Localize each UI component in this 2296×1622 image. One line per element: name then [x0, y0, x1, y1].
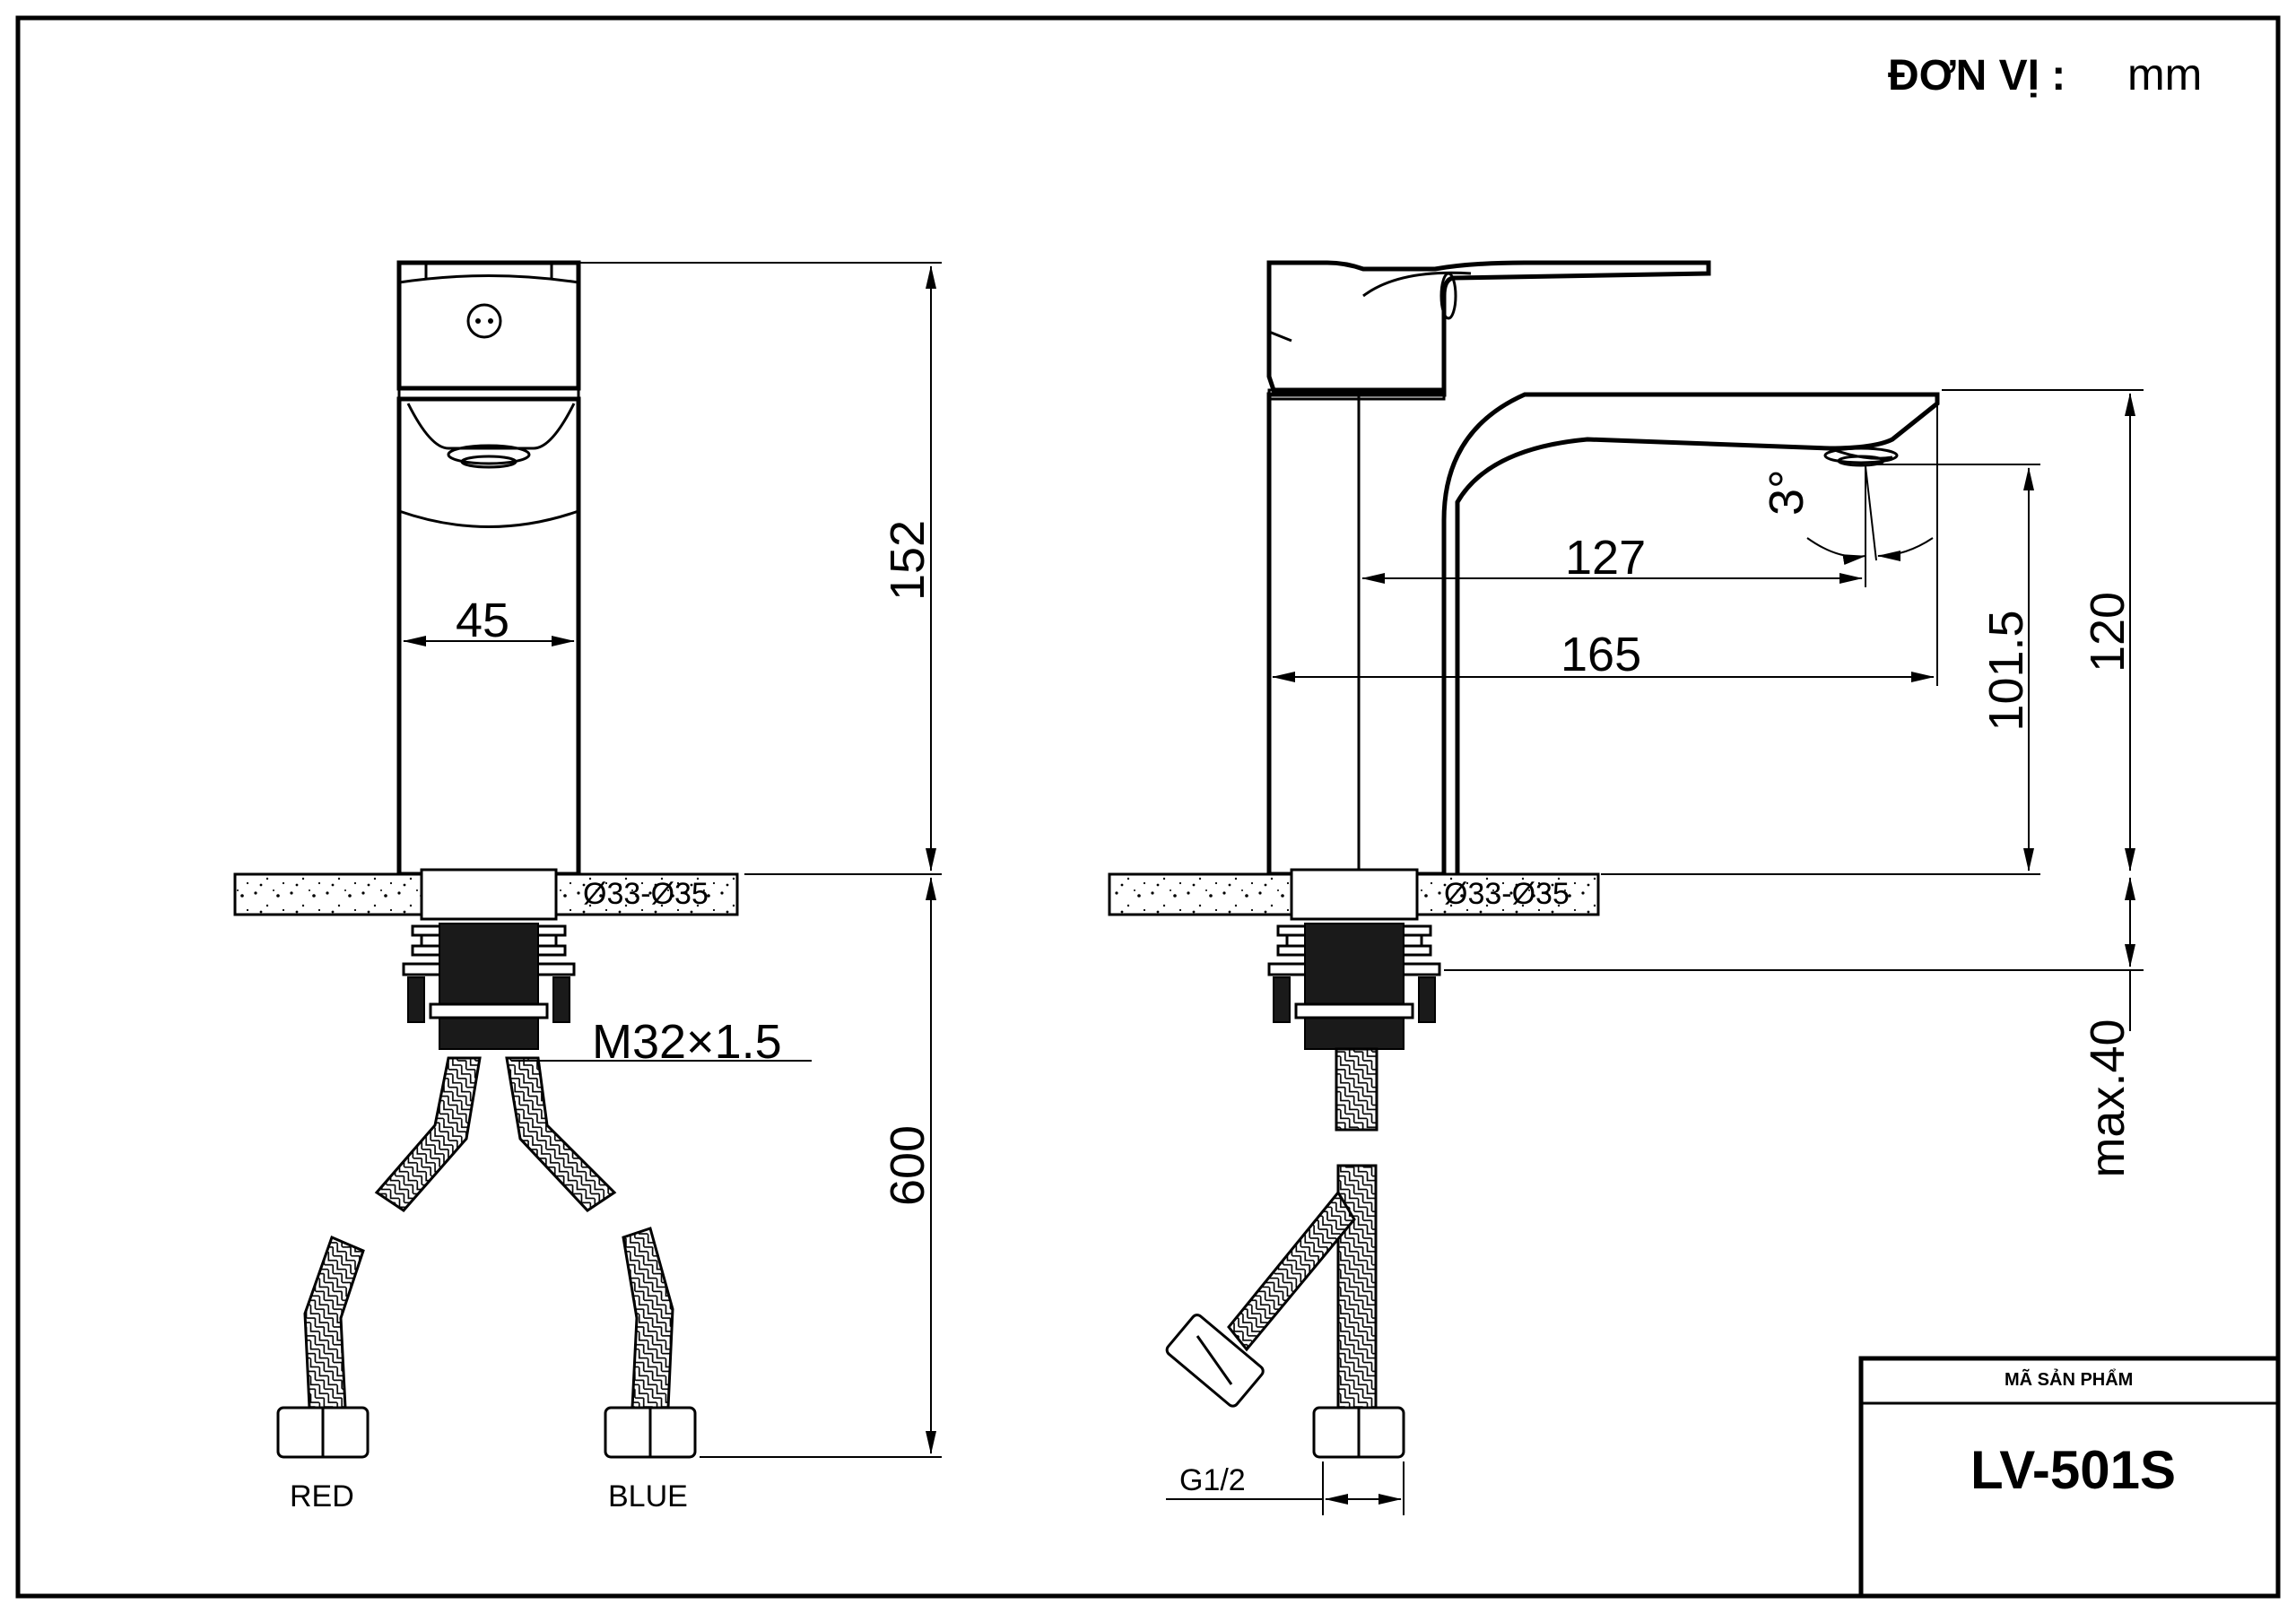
title-block-heading: MÃ SẢN PHẨM [2005, 1369, 2133, 1390]
front-hose-blue-lower [622, 1227, 674, 1409]
side-view: Ø33-Ø35 G1/2 127 165 [1108, 260, 2144, 1515]
side-body [1266, 387, 1940, 877]
front-hose-blue-upper [505, 1056, 617, 1212]
side-spout-angle-label: 3° [1760, 469, 1813, 516]
side-hose-upper [1335, 1047, 1378, 1132]
side-mounting-nut [1304, 923, 1405, 1050]
front-handle-cap [396, 260, 581, 391]
hose-label-red: RED [290, 1479, 354, 1514]
front-hose-red-lower [303, 1235, 365, 1409]
connector-size-label: G1/2 [1179, 1463, 1246, 1497]
front-width-dim: 45 [456, 594, 509, 647]
product-code: LV-501S [1970, 1440, 2176, 1500]
thread-size-label: M32×1.5 [592, 1015, 782, 1069]
sheet-border [15, 15, 2281, 1599]
side-hose-branch [1227, 1190, 1356, 1352]
side-handle-lever [1266, 260, 1711, 393]
front-hole-diameter-label: Ø33-Ø35 [583, 877, 709, 911]
front-hose-red-upper [374, 1056, 482, 1212]
side-height-120-dim: 120 [2081, 592, 2135, 672]
front-handle-indicator-icon [466, 303, 502, 339]
unit-label: ĐƠN VỊ : [1888, 52, 2066, 100]
side-reach-127-dim: 127 [1565, 531, 1646, 585]
front-height-dim: 152 [881, 520, 935, 601]
side-reach-165-dim: 165 [1561, 628, 1641, 681]
unit-value: mm [2127, 49, 2202, 100]
side-height-101-5-dim: 101.5 [1979, 610, 2033, 731]
front-mounting-nut [439, 923, 539, 1050]
side-max-thickness-dim: max.40 [2081, 1019, 2135, 1177]
front-hose-length-dim: 600 [881, 1125, 935, 1206]
side-hole-diameter-label: Ø33-Ø35 [1444, 877, 1570, 911]
hose-label-blue: BLUE [608, 1479, 688, 1514]
front-view: Ø33-Ø35 RED BLUE 45 152 600 [233, 260, 942, 1514]
title-block: MÃ SẢN PHẨM LV-501S [1858, 1356, 2281, 1599]
